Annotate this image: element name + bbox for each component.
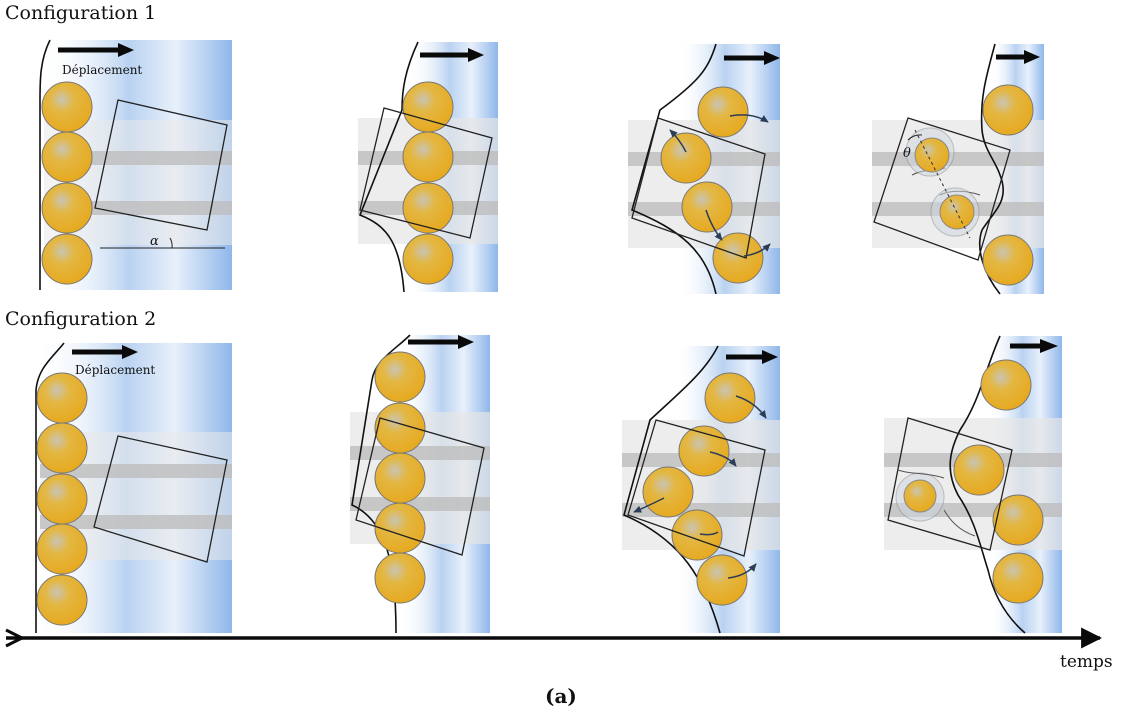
config1-panel-1 [39, 39, 232, 290]
time-axis-label: temps [1060, 652, 1113, 672]
displacement-label-2: Déplacement [75, 363, 155, 377]
angle-alpha-label: α [150, 234, 159, 249]
config1-panel-4 [872, 43, 1044, 295]
config2-panel-1 [35, 342, 232, 633]
displacement-label-1: Déplacement [62, 63, 142, 77]
config1-panel-2 [358, 41, 498, 293]
sphere-chain [41, 81, 93, 285]
figure-sublabel: (a) [545, 684, 577, 708]
config2-title: Configuration 2 [5, 308, 157, 330]
angle-theta-label: θ [903, 146, 911, 161]
grain-square [94, 99, 228, 231]
config1-panel-3 [628, 43, 780, 295]
config2-panel-4 [884, 335, 1062, 634]
config1-title: Configuration 1 [5, 2, 157, 24]
config2-panel-3 [622, 345, 780, 634]
config2-panel-2 [350, 334, 490, 634]
